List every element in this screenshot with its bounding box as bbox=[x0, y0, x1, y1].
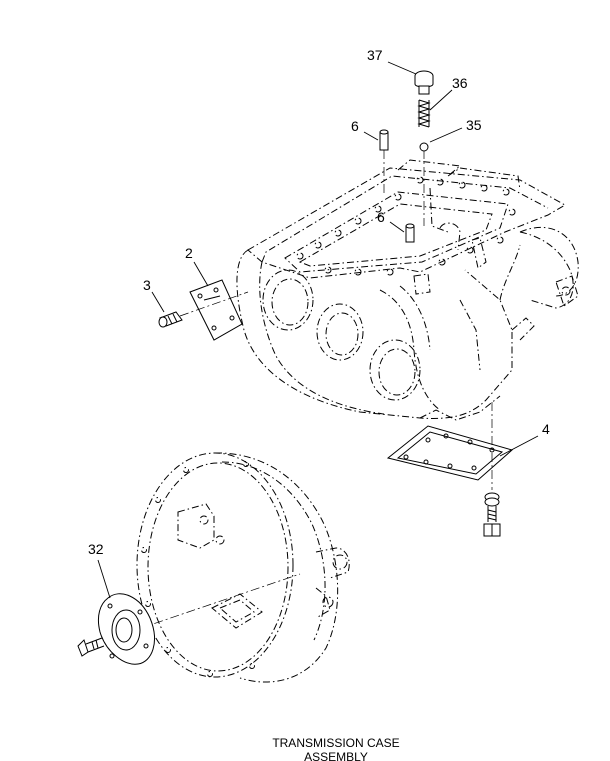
dowel-pin-lower bbox=[405, 223, 415, 243]
callout-36: 36 bbox=[452, 75, 468, 91]
callout-35: 35 bbox=[466, 117, 482, 133]
callout-leaders bbox=[97, 61, 539, 599]
clutch-housing bbox=[105, 452, 350, 683]
cover-plate-2 bbox=[179, 279, 249, 341]
callout-2: 2 bbox=[185, 245, 193, 261]
caption-subtitle: ASSEMBLY bbox=[304, 750, 368, 761]
caption-title: TRANSMISSION CASE bbox=[272, 736, 399, 750]
dowel-pin-upper bbox=[379, 129, 389, 151]
ball-35 bbox=[419, 142, 429, 152]
bolt-3 bbox=[158, 311, 183, 328]
plug-37 bbox=[414, 70, 434, 95]
dowel-pins bbox=[379, 129, 415, 243]
callout-4: 4 bbox=[542, 421, 550, 437]
retainer-bolt bbox=[77, 637, 105, 657]
callout-6-lower: 6 bbox=[377, 209, 385, 225]
drain-bolt bbox=[483, 492, 501, 537]
bottom-cover-plate-4 bbox=[386, 402, 514, 490]
callout-3: 3 bbox=[143, 277, 151, 293]
callout-6-upper: 6 bbox=[351, 118, 359, 134]
transmission-case bbox=[236, 159, 579, 421]
bearing-retainer-32 bbox=[97, 593, 155, 665]
callout-37: 37 bbox=[367, 47, 383, 63]
shift-detent-parts bbox=[414, 70, 434, 226]
spring-36 bbox=[417, 99, 431, 128]
callout-32: 32 bbox=[88, 541, 104, 557]
